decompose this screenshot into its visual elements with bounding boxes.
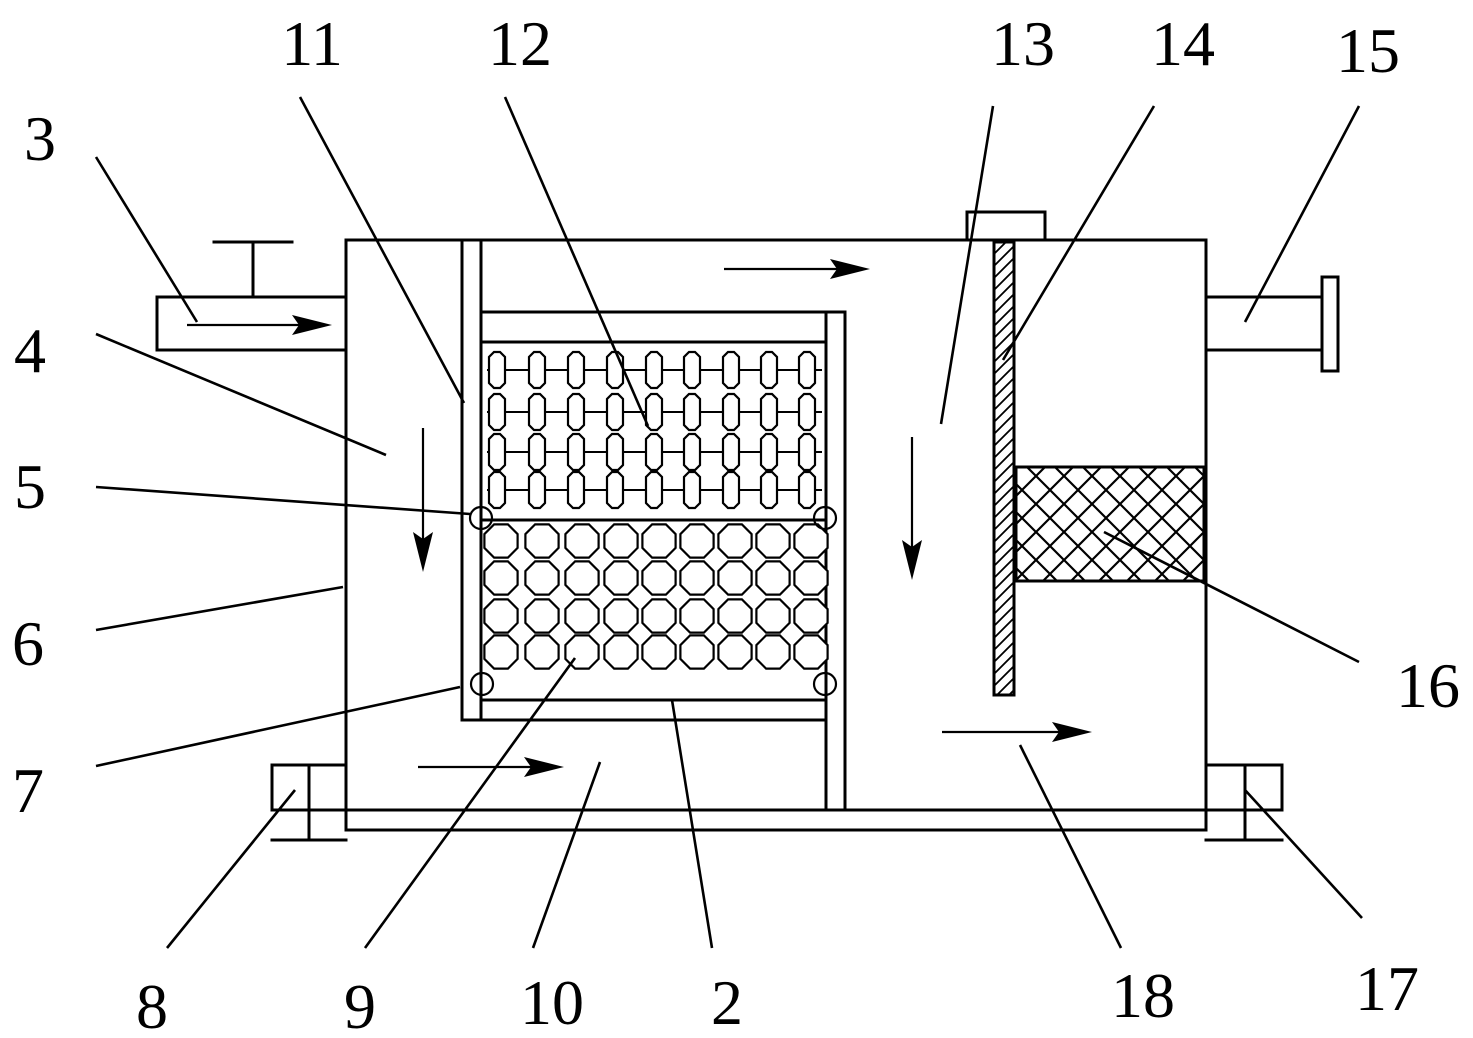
outlet-pipe (1204, 275, 1340, 373)
tank-body (344, 238, 1208, 832)
flow-arrow-top (724, 259, 870, 279)
part-labels: 3 11 12 13 14 15 4 5 6 7 16 8 9 10 2 18 … (12, 8, 1460, 1038)
leader-lines (94, 96, 1363, 949)
filter-frame (479, 310, 847, 812)
label-5: 5 (14, 451, 46, 522)
label-8: 8 (136, 971, 168, 1038)
roller-bottom-right (812, 671, 838, 697)
roller-top-right (812, 505, 838, 531)
label-11: 11 (281, 8, 343, 79)
right-foot (1204, 763, 1284, 842)
flow-arrow-down-left (413, 428, 433, 572)
label-18: 18 (1111, 960, 1175, 1031)
left-foot (270, 763, 348, 842)
flow-arrow-bottom (418, 757, 564, 777)
label-12: 12 (488, 8, 552, 79)
label-14: 14 (1151, 8, 1215, 79)
label-10: 10 (520, 967, 584, 1038)
label-9: 9 (344, 971, 376, 1038)
roller-bottom-left (469, 671, 495, 697)
label-15: 15 (1336, 15, 1400, 86)
label-2: 2 (711, 967, 743, 1038)
mesh-filter (1014, 465, 1206, 583)
upper-filter-media (487, 350, 822, 510)
flow-arrow-down-right (902, 437, 922, 580)
label-16: 16 (1396, 650, 1460, 721)
label-13: 13 (991, 8, 1055, 79)
separator-plate (992, 240, 1016, 697)
flow-arrow-inlet (187, 315, 332, 335)
label-4: 4 (14, 315, 46, 386)
flow-arrow-outlet-chamber (942, 722, 1092, 742)
label-7: 7 (12, 755, 44, 826)
label-3: 3 (24, 103, 56, 174)
inlet-pipe (155, 240, 348, 352)
lower-filter-media (483, 523, 829, 670)
label-17: 17 (1355, 953, 1419, 1024)
roller-top-left (468, 505, 494, 531)
left-baffle (460, 238, 483, 722)
label-6: 6 (12, 608, 44, 679)
top-cap (965, 210, 1047, 242)
